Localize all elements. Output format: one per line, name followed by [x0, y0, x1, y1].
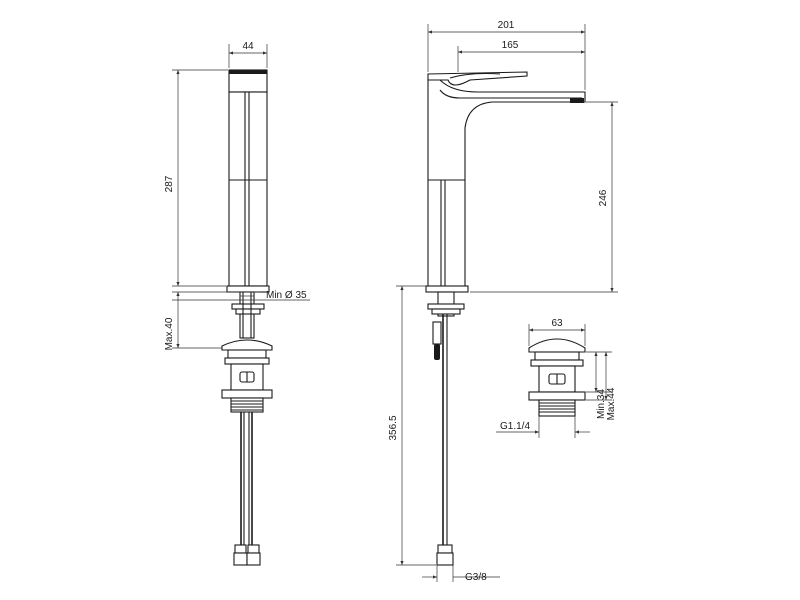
- side-popup-knob: [434, 344, 440, 360]
- side-nut: [431, 308, 461, 315]
- front-nut: [235, 308, 261, 315]
- waste-thread: [539, 402, 575, 413]
- waste-cap: [528, 338, 586, 353]
- side-washer: [427, 303, 465, 310]
- front-view: [221, 69, 273, 566]
- side-body: [427, 79, 586, 287]
- spout-reach-label: 165: [502, 40, 519, 51]
- side-popup-rod: [432, 321, 442, 345]
- side-base: [425, 285, 469, 293]
- hose-length-label: 356.5: [388, 415, 399, 440]
- side-dimensions: 201 165 246 356.5 G3/8: [388, 20, 618, 583]
- waste-thread-label: G1.1/4: [500, 421, 530, 432]
- front-body: [228, 91, 268, 287]
- front-dimensions: 44 287 Min Ø 35 Max.40: [164, 41, 310, 350]
- side-lever: [427, 71, 528, 86]
- waste-flange: [534, 351, 580, 361]
- side-hose-fitting: [437, 544, 453, 554]
- waste-detail: [528, 338, 586, 417]
- front-handle-cap: [229, 70, 267, 74]
- front-washer: [231, 303, 265, 310]
- front-shank: [239, 291, 255, 339]
- front-hose-fitting-left: [234, 544, 247, 554]
- front-waste-flange: [227, 349, 267, 359]
- hose-thread-label: G3/8: [465, 572, 487, 583]
- side-total-width-label: 201: [498, 20, 515, 31]
- waste-nut: [528, 391, 586, 401]
- waste-min-label: Min.34: [596, 389, 607, 419]
- front-height-label: 287: [164, 175, 175, 192]
- spout-height-label: 246: [598, 189, 609, 206]
- front-waste-thread: [231, 400, 263, 411]
- front-hose-nut-left: [233, 552, 248, 566]
- waste-dimensions: 63 G1.1/4 Min.34 Max.44: [496, 318, 617, 438]
- front-hose-fitting-right: [247, 544, 260, 554]
- deck-max-label: Max.40: [164, 317, 175, 350]
- side-aerator: [570, 98, 584, 103]
- side-hose-nut: [436, 552, 454, 566]
- front-waste-ring: [224, 357, 270, 365]
- waste-max-label: Max.44: [606, 387, 617, 420]
- waste-diameter-label: 63: [551, 318, 563, 329]
- front-waste-cap: [221, 339, 273, 351]
- front-width-label: 44: [242, 41, 254, 52]
- hole-min-label: Min Ø 35: [266, 290, 307, 301]
- side-view: [425, 71, 586, 566]
- front-hose-nut-right: [246, 552, 261, 566]
- front-waste-nut: [221, 389, 273, 399]
- waste-tail: [538, 399, 576, 417]
- front-base: [226, 285, 270, 293]
- waste-ring: [530, 359, 584, 367]
